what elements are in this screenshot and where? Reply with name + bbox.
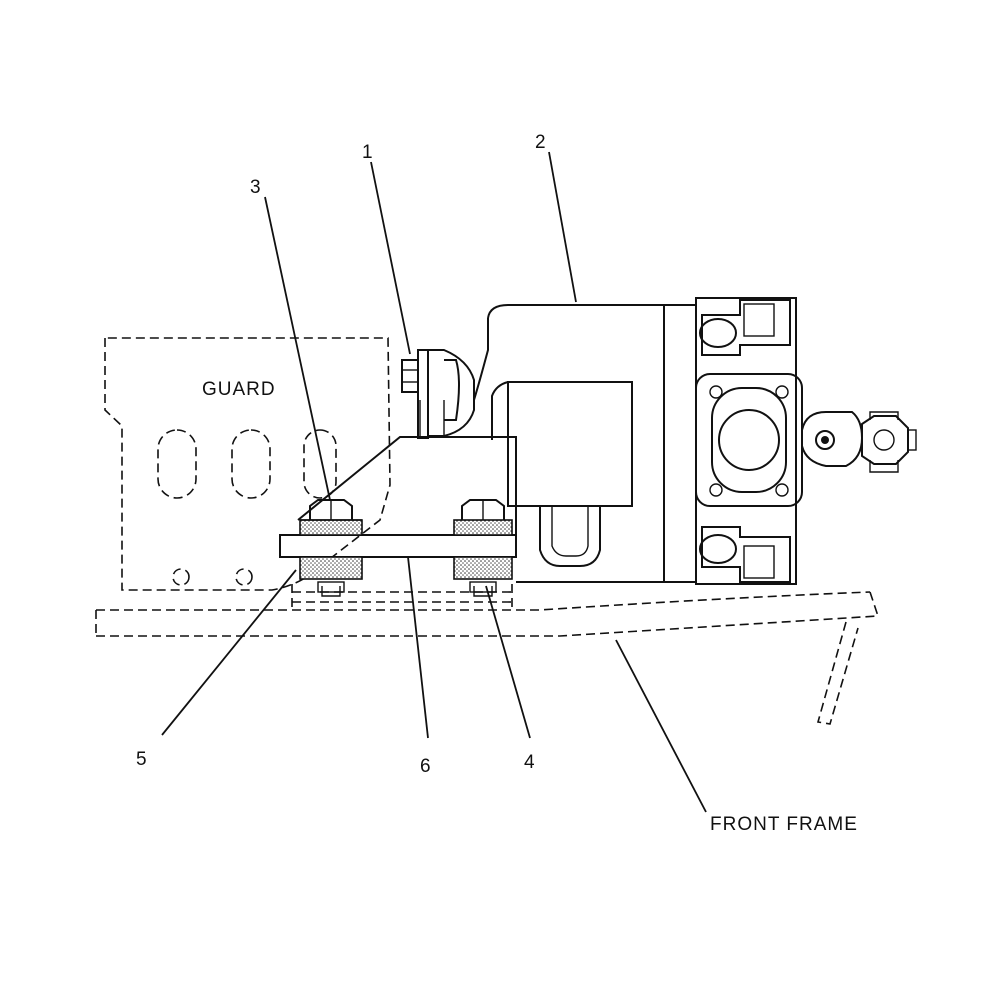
- guard-hole: [172, 568, 190, 586]
- leader-lines: [161, 151, 707, 813]
- upper-bracket-bolt: [401, 349, 475, 439]
- flange-assembly: [695, 297, 803, 585]
- mount-plate: [279, 534, 517, 558]
- callout-1: 1: [362, 142, 373, 163]
- front-frame-label: FRONT FRAME: [710, 814, 858, 835]
- leader-3: [264, 196, 331, 501]
- callout-3: 3: [250, 177, 261, 198]
- guard-slot: [231, 429, 271, 499]
- leader-2: [548, 151, 577, 303]
- leader-1: [370, 161, 411, 355]
- front-frame: [95, 584, 879, 725]
- hydraulic-fitting: [801, 411, 917, 473]
- leader-front-frame: [615, 639, 707, 813]
- main-body: [473, 304, 697, 583]
- leader-5: [161, 569, 297, 736]
- leader-4: [485, 585, 531, 739]
- guard: GUARD: [104, 337, 391, 591]
- callout-4: 4: [524, 752, 535, 773]
- guard-hole: [235, 568, 253, 586]
- callout-6: 6: [420, 756, 431, 777]
- mount-bracket: [297, 400, 517, 535]
- left-isolator: [299, 499, 363, 597]
- leader-6: [407, 556, 429, 739]
- callout-2: 2: [535, 132, 546, 153]
- right-isolator: [453, 499, 513, 597]
- guard-slot: [157, 429, 197, 499]
- callout-5: 5: [136, 749, 147, 770]
- guard-label: GUARD: [202, 379, 276, 400]
- guard-slot: [303, 429, 337, 499]
